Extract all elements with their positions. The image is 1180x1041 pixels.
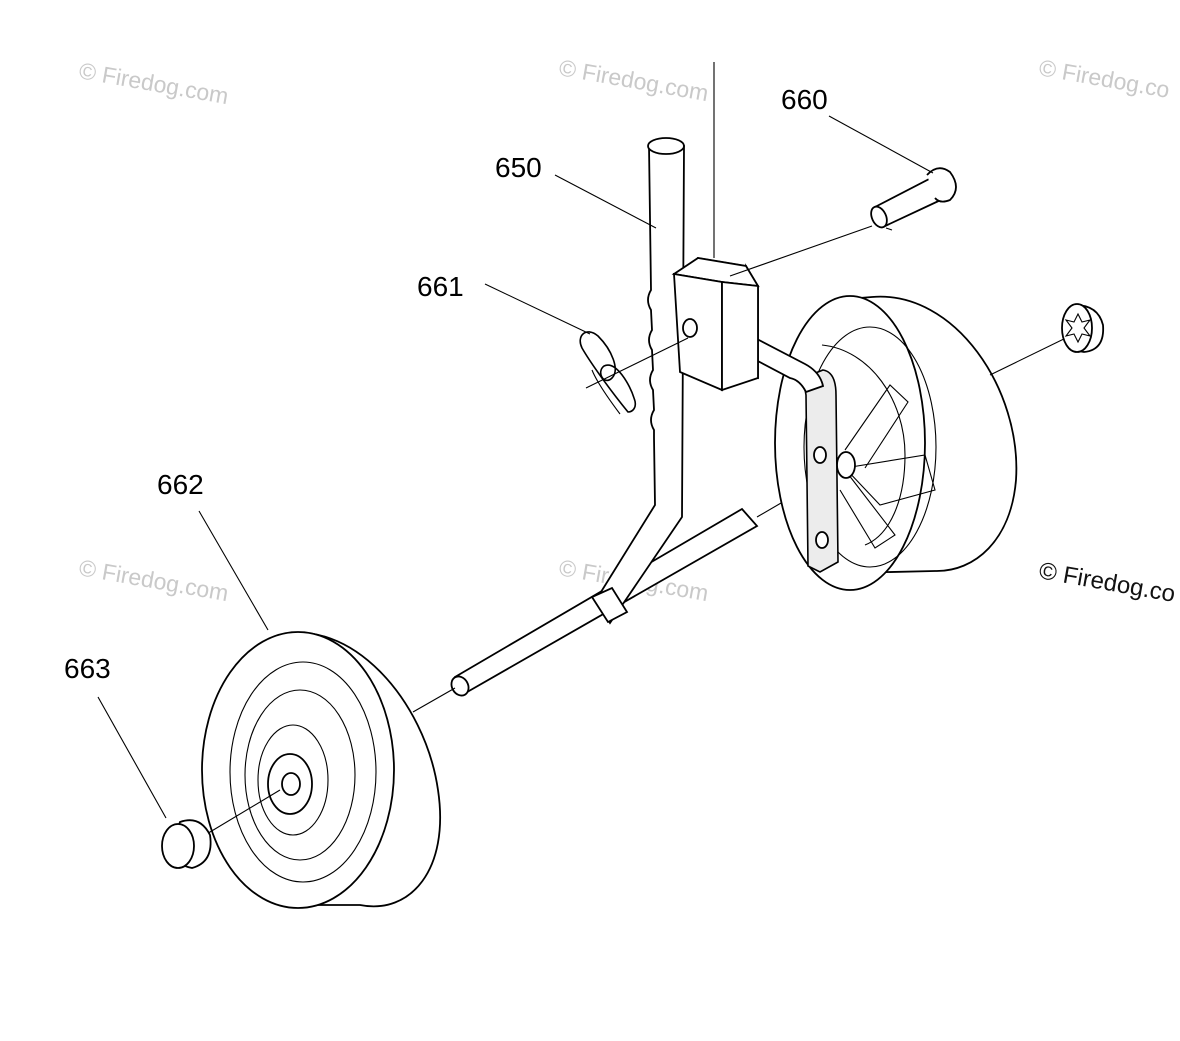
leader-660 bbox=[828, 115, 934, 174]
front-wheel-662 bbox=[199, 631, 456, 909]
callout-662: 662 bbox=[157, 469, 204, 500]
star-washer bbox=[1061, 303, 1105, 353]
watermark-mid-right: © Firedog.co bbox=[1037, 557, 1177, 608]
leader-650 bbox=[554, 174, 657, 229]
leader-662 bbox=[198, 510, 269, 631]
watermark-top-center: © Firedog.com bbox=[557, 54, 710, 106]
callout-660: 660 bbox=[781, 84, 828, 115]
handle-tube-650 bbox=[590, 137, 685, 625]
leader-lines bbox=[97, 115, 934, 819]
leader-661 bbox=[484, 283, 591, 335]
watermark-top-right: © Firedog.co bbox=[1037, 54, 1172, 103]
callout-661: 661 bbox=[417, 271, 464, 302]
leader-663 bbox=[97, 696, 167, 819]
pin-660 bbox=[870, 167, 957, 231]
watermarks: © Firedog.com © Firedog.com © Firedog.co… bbox=[77, 54, 1177, 608]
callouts: 650 660 661 662 663 bbox=[64, 84, 828, 684]
hub-cap-663 bbox=[161, 819, 212, 869]
watermark-mid-left: © Firedog.com bbox=[77, 554, 230, 606]
hair-pin-661 bbox=[579, 331, 637, 415]
bracket-block bbox=[585, 225, 873, 392]
callout-650: 650 bbox=[495, 152, 542, 183]
watermark-top-left: © Firedog.com bbox=[77, 57, 230, 109]
callout-663: 663 bbox=[64, 653, 111, 684]
